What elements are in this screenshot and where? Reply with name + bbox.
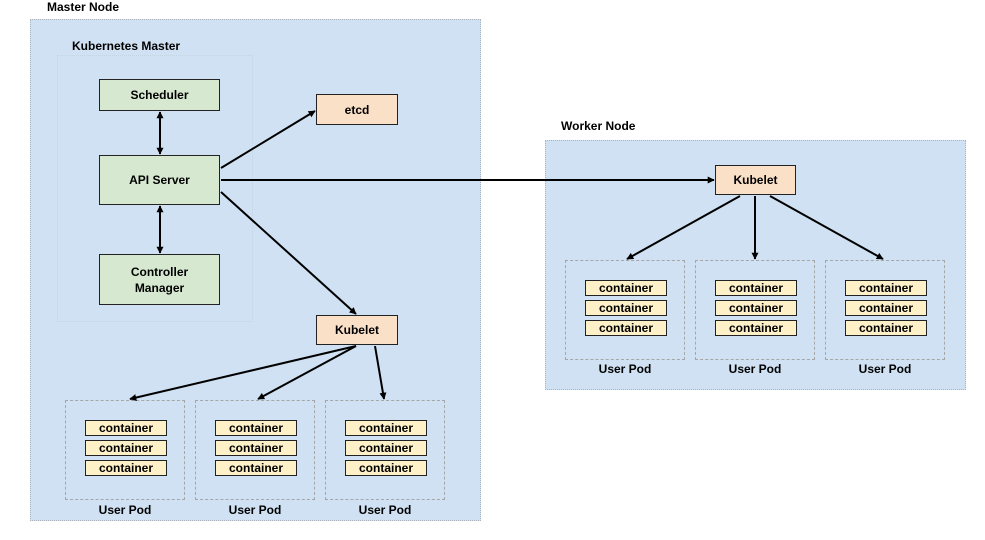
- scheduler-box: Scheduler: [99, 79, 220, 111]
- worker-kubelet-pod-arrow: [769, 195, 884, 260]
- container-box: container: [215, 440, 297, 456]
- worker-user-pod: container container container: [695, 260, 815, 360]
- kubernetes-master-title: Kubernetes Master: [72, 39, 181, 53]
- container-box: container: [85, 440, 167, 456]
- container-box: container: [845, 320, 927, 336]
- container-box: container: [585, 300, 667, 316]
- worker-kubelet-pod-arrow: [626, 195, 741, 260]
- container-box: container: [845, 300, 927, 316]
- pod-label: User Pod: [98, 503, 152, 517]
- worker-user-pod: container container container: [565, 260, 685, 360]
- container-box: container: [85, 460, 167, 476]
- api-etcd-arrow: [220, 110, 316, 169]
- container-box: container: [215, 460, 297, 476]
- container-box: container: [345, 440, 427, 456]
- master-user-pod: container container container: [195, 400, 315, 500]
- master-node-title: Master Node: [47, 0, 120, 14]
- container-box: container: [715, 320, 797, 336]
- api-master-kubelet-arrow: [220, 191, 357, 315]
- container-box: container: [585, 280, 667, 296]
- master-user-pod: container container container: [325, 400, 445, 500]
- api-server-box: API Server: [99, 155, 220, 205]
- etcd-box: etcd: [316, 94, 398, 125]
- container-box: container: [585, 320, 667, 336]
- controller-manager-box: Controller Manager: [99, 254, 220, 305]
- kubelet-pod-arrow: [374, 345, 387, 400]
- pod-label: User Pod: [358, 503, 412, 517]
- master-user-pod: container container container: [65, 400, 185, 500]
- container-box: container: [345, 420, 427, 436]
- container-box: container: [845, 280, 927, 296]
- container-box: container: [715, 300, 797, 316]
- container-box: container: [345, 460, 427, 476]
- container-box: container: [715, 280, 797, 296]
- container-box: container: [215, 420, 297, 436]
- container-box: container: [85, 420, 167, 436]
- pod-label: User Pod: [228, 503, 282, 517]
- worker-kubelet-box: Kubelet: [715, 165, 796, 195]
- kubelet-pod-arrow: [129, 345, 357, 401]
- kubelet-pod-arrow: [257, 345, 357, 400]
- worker-user-pod: container container container: [825, 260, 945, 360]
- pod-label: User Pod: [728, 362, 782, 376]
- pod-label: User Pod: [858, 362, 912, 376]
- pod-label: User Pod: [598, 362, 652, 376]
- worker-node-title: Worker Node: [561, 119, 636, 133]
- master-kubelet-box: Kubelet: [316, 315, 398, 345]
